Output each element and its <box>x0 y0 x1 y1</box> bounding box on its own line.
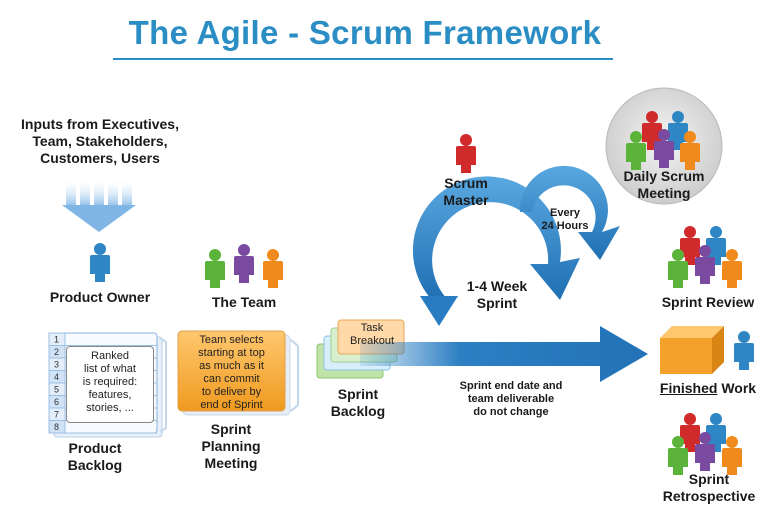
backlog-row-number: 7 <box>54 410 59 420</box>
finished-work-box <box>660 326 724 374</box>
main-flow-arrow <box>360 326 648 382</box>
sprint-cycle-arrowhead <box>420 296 458 326</box>
sprint-retro-icon <box>668 413 742 475</box>
scrum-master-label: Scrum Master <box>443 175 489 208</box>
sprint-end-note: Sprint end date and team deliverable do … <box>459 380 563 418</box>
inputs-arrow <box>62 178 136 232</box>
scrum-master-icon <box>456 134 476 173</box>
sprint-planning-card <box>177 330 299 416</box>
the-team-label: The Team <box>211 294 277 310</box>
finished-work-label: Finished Work <box>659 380 757 396</box>
sprint-review-label: Sprint Review <box>661 294 755 310</box>
sprint-retro-label: Sprint Retrospective <box>662 471 756 504</box>
backlog-row-number: 5 <box>54 385 59 395</box>
page-title: The Agile - Scrum Framework <box>128 14 602 51</box>
backlog-row-number-cell <box>48 420 66 434</box>
backlog-row-number: 8 <box>54 422 59 432</box>
backlog-row-number: 4 <box>54 372 59 382</box>
backlog-row-number: 3 <box>54 360 59 370</box>
backlog-row-number: 2 <box>54 347 59 357</box>
backlog-row-number: 6 <box>54 397 59 407</box>
sprint-backlog-label: Sprint Backlog <box>330 386 386 419</box>
sprint-planning-note: Team selects starting at top as much as … <box>198 334 265 411</box>
sprint-review-icon <box>668 226 742 288</box>
sprint-cycle-arrow <box>412 176 580 300</box>
daily-scrum-label: Daily Scrum Meeting <box>623 168 705 201</box>
task-breakout-label: Task Breakout <box>349 322 395 347</box>
product-owner-label: Product Owner <box>49 289 151 305</box>
daily-cycle-arrow <box>519 165 620 260</box>
backlog-row-number: 1 <box>54 335 59 345</box>
daily-scrum-circle <box>605 87 723 205</box>
team-icon <box>205 244 283 288</box>
every-24-label: Every 24 Hours <box>541 207 589 232</box>
product-owner-icon <box>90 243 110 282</box>
product-backlog-note: Ranked list of what is required: feature… <box>66 346 154 423</box>
title-underline <box>113 58 613 60</box>
product-backlog-label: Product Backlog <box>67 440 123 473</box>
inputs-label: Inputs from Executives, Team, Stakeholde… <box>21 116 179 166</box>
sprint-planning-label: Sprint Planning Meeting <box>201 421 261 471</box>
finished-work-person-icon <box>734 331 754 370</box>
sprint-cycle-label: 1-4 Week Sprint <box>466 278 528 311</box>
